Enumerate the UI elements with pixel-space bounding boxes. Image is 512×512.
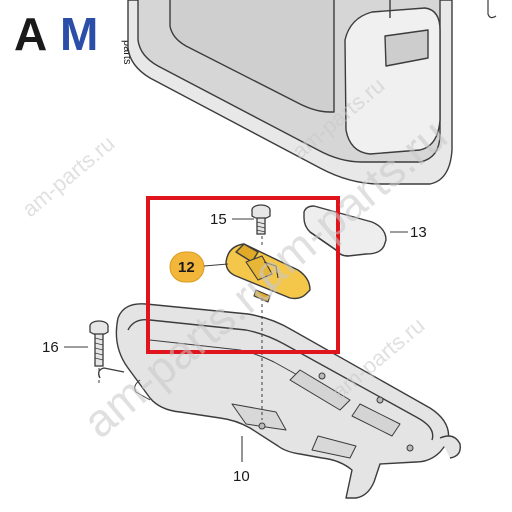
- logo-letter-m: M: [60, 8, 96, 60]
- watermark-text: am-parts.ru: [17, 130, 119, 221]
- callout-13-label: 13: [410, 224, 427, 241]
- part-15-bolt: [251, 204, 271, 235]
- callout-16-label: 16: [42, 339, 59, 356]
- callout-13: 13: [390, 224, 427, 241]
- callout-15: 15: [210, 211, 254, 228]
- callout-16: 16: [42, 339, 88, 356]
- callout-10: 10: [233, 436, 250, 485]
- highlight-frame: [146, 196, 340, 354]
- battery-body: [127, 0, 497, 185]
- logo-letter-a: A: [14, 8, 46, 60]
- callout-12-label: 12: [178, 259, 195, 276]
- brand-logo: A M parts: [14, 8, 133, 65]
- callout-15-label: 15: [210, 211, 227, 228]
- callout-12-badge: [169, 251, 205, 283]
- callout-12: 12: [169, 251, 229, 283]
- callout-10-label: 10: [233, 468, 250, 485]
- part-12-bracket: [225, 243, 311, 303]
- part-16-bolt: [89, 320, 109, 367]
